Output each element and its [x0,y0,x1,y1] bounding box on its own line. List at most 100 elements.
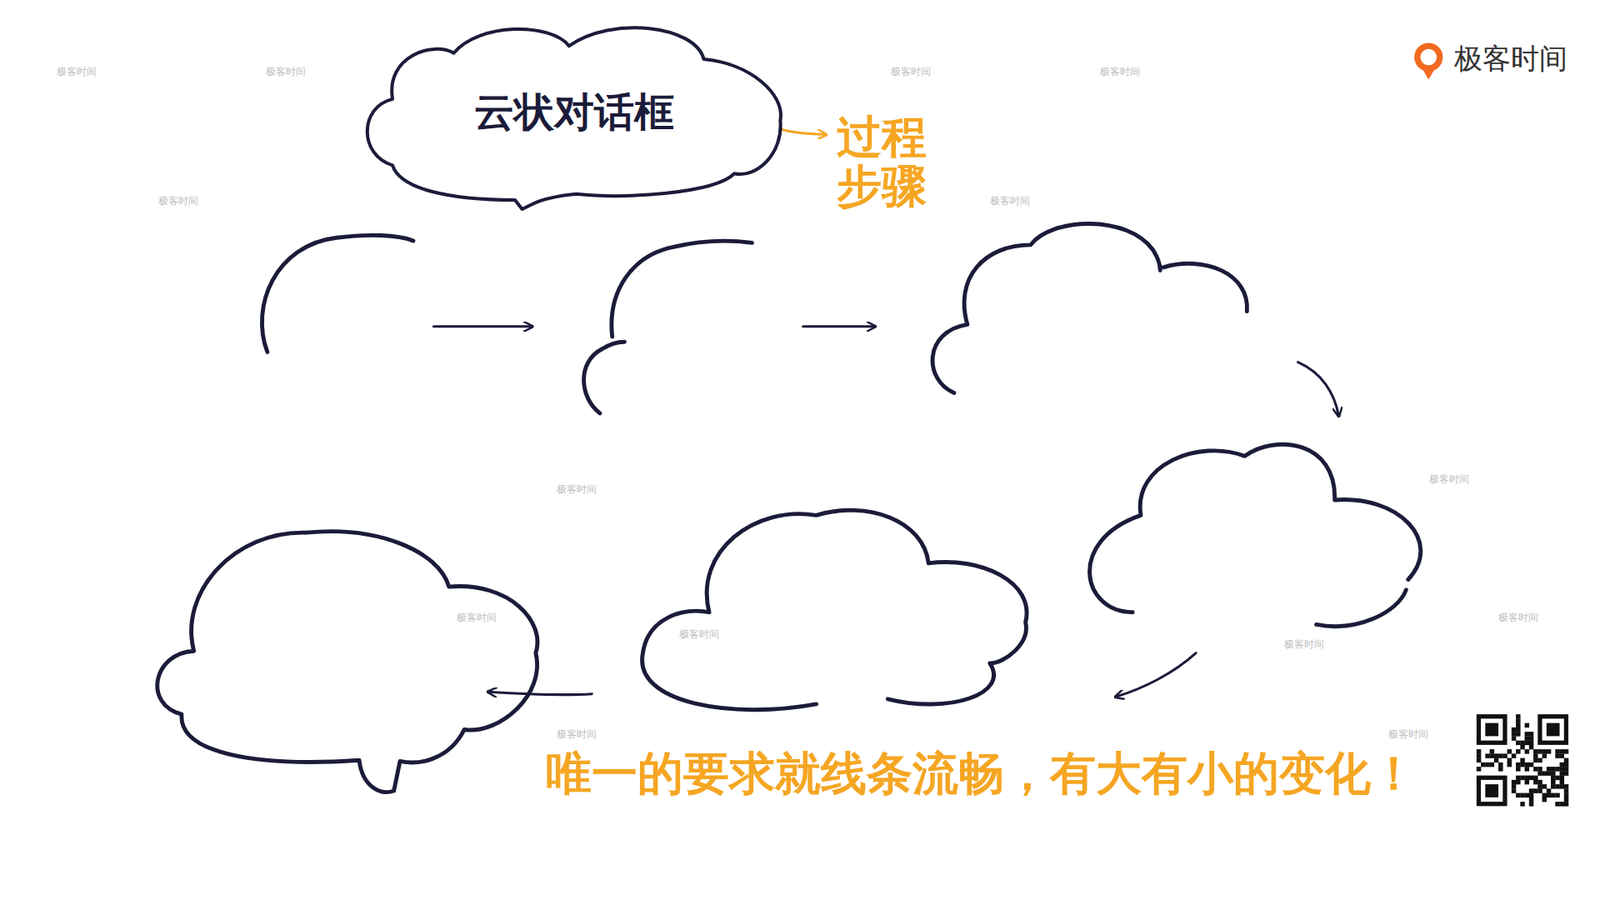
qr-cell [1520,801,1525,806]
qr-cell [1533,758,1538,763]
logo-icon [1417,45,1440,80]
step-arrow [487,691,592,695]
qr-cell [1550,793,1555,798]
qr-cell [1537,766,1542,771]
qr-cell [1555,801,1560,806]
qr-cell [1515,727,1520,732]
qr-cell [1525,762,1530,767]
qr-cell [1564,788,1569,793]
qr-cell [1564,793,1569,798]
qr-cell [1490,749,1495,754]
qr-cell [1507,758,1512,763]
qr-cell [1525,731,1530,736]
qr-cell [1542,749,1547,754]
qr-cell [1525,740,1530,745]
qr-cell [1529,793,1534,798]
qr-cell [1555,775,1560,780]
watermark: 极客时间 [890,66,931,78]
cloud-stage-5 [642,510,1027,710]
watermark: 极客时间 [1100,66,1140,78]
qr-cell [1537,780,1542,785]
qr-cell [1515,793,1520,798]
cloud-stage-2 [584,341,625,414]
qr-cell [1555,793,1560,798]
qr-cell [1537,749,1542,754]
qr-ground [1474,712,1570,809]
qr-cell [1525,735,1530,740]
qr-cell [1560,770,1565,775]
qr-cell [1550,766,1555,771]
qr-cell [1560,753,1565,758]
qr-cell [1564,758,1569,763]
qr-cell [1485,753,1490,758]
qr-cell [1546,793,1551,798]
qr-cell [1564,797,1569,802]
qr-cell [1546,788,1551,793]
qr-cell [1555,749,1560,754]
qr-finder [1478,777,1505,804]
qr-cell [1485,762,1490,767]
qr-cell [1498,766,1503,771]
qr-cell [1564,784,1569,789]
qr-cell [1542,793,1547,798]
qr-cell [1511,727,1516,732]
qr-cell [1511,735,1516,740]
qr-cell [1542,770,1547,775]
qr-cell [1555,766,1560,771]
qr-cell [1550,770,1555,775]
qr-cell [1502,753,1507,758]
qr-cell [1537,770,1542,775]
qr-cell [1476,749,1481,754]
qr-finder [1478,716,1505,743]
qr-finder-core [1546,723,1560,737]
qr-cell [1546,749,1551,754]
qr-finder-core [1485,784,1499,798]
qr-cell [1546,766,1551,771]
qr-cell [1560,775,1565,780]
qr-cell [1515,775,1520,780]
qr-cell [1515,749,1520,754]
qr-cell [1525,775,1530,780]
qr-cell [1550,775,1555,780]
watermark: 极客时间 [1284,639,1325,650]
qr-cell [1520,793,1525,798]
qr-code [1474,712,1570,809]
qr-cell [1515,766,1520,771]
qr-cell [1550,780,1555,785]
qr-cell [1511,731,1516,736]
qr-cell [1564,801,1569,806]
qr-cell [1560,766,1565,771]
step-note: 过程步骤 [836,112,930,212]
qr-cell [1564,762,1569,767]
qr-cell [1560,762,1565,767]
qr-cell [1498,762,1503,767]
qr-cell [1515,723,1520,728]
qr-cell [1542,797,1547,802]
qr-cell [1515,780,1520,785]
qr-cell [1515,714,1520,719]
qr-cell [1542,753,1547,758]
step-arrow [803,325,876,328]
qr-cell [1511,753,1516,758]
qr-cell [1529,745,1534,750]
watermark: 极客时间 [1429,474,1470,485]
qr-cell [1476,753,1481,758]
watermark: 极客时间 [1388,729,1429,740]
watermark: 极客时间 [556,484,597,495]
qr-cell [1507,749,1512,754]
qr-cell [1550,784,1555,789]
qr-cell [1533,749,1538,754]
qr-cell [1520,758,1525,763]
qr-cell [1494,758,1499,763]
qr-cell [1533,766,1538,771]
qr-cell [1520,775,1525,780]
qr-cell [1537,758,1542,763]
qr-finder-core [1485,723,1499,737]
qr-cell [1560,780,1565,785]
cloud-stage-4 [1316,590,1407,627]
qr-cell [1533,780,1538,785]
qr-cell [1525,793,1530,798]
qr-cell [1525,749,1530,754]
qr-cell [1529,797,1534,802]
step-arrow [433,325,533,328]
